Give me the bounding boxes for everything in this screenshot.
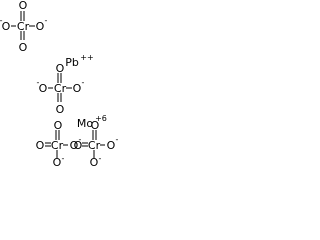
- chromate-3-cr: Cr: [51, 139, 64, 152]
- chromate-2-left-charge: -: [37, 78, 40, 87]
- chromate-4-cr: Cr: [88, 139, 101, 152]
- chromate-3-right-charge: -: [79, 135, 82, 144]
- chromate-3-bottom-o: O: [53, 156, 62, 169]
- chromate-2-left-o: O: [39, 82, 48, 95]
- chromate-4-left-o: O: [74, 139, 83, 152]
- chromate-4-bottom-charge: -: [99, 154, 102, 163]
- molecular-structure: O O - Cr O - O Pb ++ O O - Cr O - O Mo +…: [0, 0, 119, 169]
- chromate-3: O O Cr O - O -: [36, 119, 82, 169]
- molybdenum-ion: Mo +6: [77, 114, 107, 130]
- chromate-3-right-o: O: [70, 139, 79, 152]
- chromate-1-right-charge: -: [45, 16, 48, 25]
- chromate-3-top-o: O: [54, 119, 63, 132]
- chromate-2: O O - Cr O - O: [37, 62, 85, 116]
- chromate-1-top-o: O: [19, 0, 28, 12]
- lead-charge: ++: [80, 53, 93, 62]
- chromate-4-right-charge: -: [116, 135, 119, 144]
- chromate-2-bottom-o: O: [56, 103, 65, 116]
- chromate-4-right-o: O: [107, 139, 116, 152]
- chromate-1-cr: Cr: [17, 20, 30, 33]
- chromate-2-right-o: O: [73, 82, 82, 95]
- chromate-1-left-charge: -: [0, 16, 3, 25]
- chromate-3-bottom-charge: -: [62, 154, 65, 163]
- molybdenum-charge: +6: [95, 114, 107, 123]
- lead-ion: Pb ++: [65, 53, 94, 69]
- chromate-1-bottom-o: O: [19, 41, 28, 54]
- chromate-1-left-o: O: [2, 20, 11, 33]
- chromate-2-top-o: O: [56, 62, 65, 75]
- molybdenum-symbol: Mo: [77, 117, 93, 130]
- chromate-1: O O - Cr O - O: [0, 0, 48, 54]
- chromate-2-cr: Cr: [54, 82, 67, 95]
- chromate-4-top-o: O: [91, 119, 100, 132]
- chromate-3-left-o: O: [36, 139, 45, 152]
- chromate-2-right-charge: -: [82, 78, 85, 87]
- chromate-1-right-o: O: [36, 20, 45, 33]
- chromate-4: O O Cr O - O -: [74, 119, 119, 169]
- chromate-4-bottom-o: O: [90, 156, 99, 169]
- lead-symbol: Pb: [65, 56, 79, 69]
